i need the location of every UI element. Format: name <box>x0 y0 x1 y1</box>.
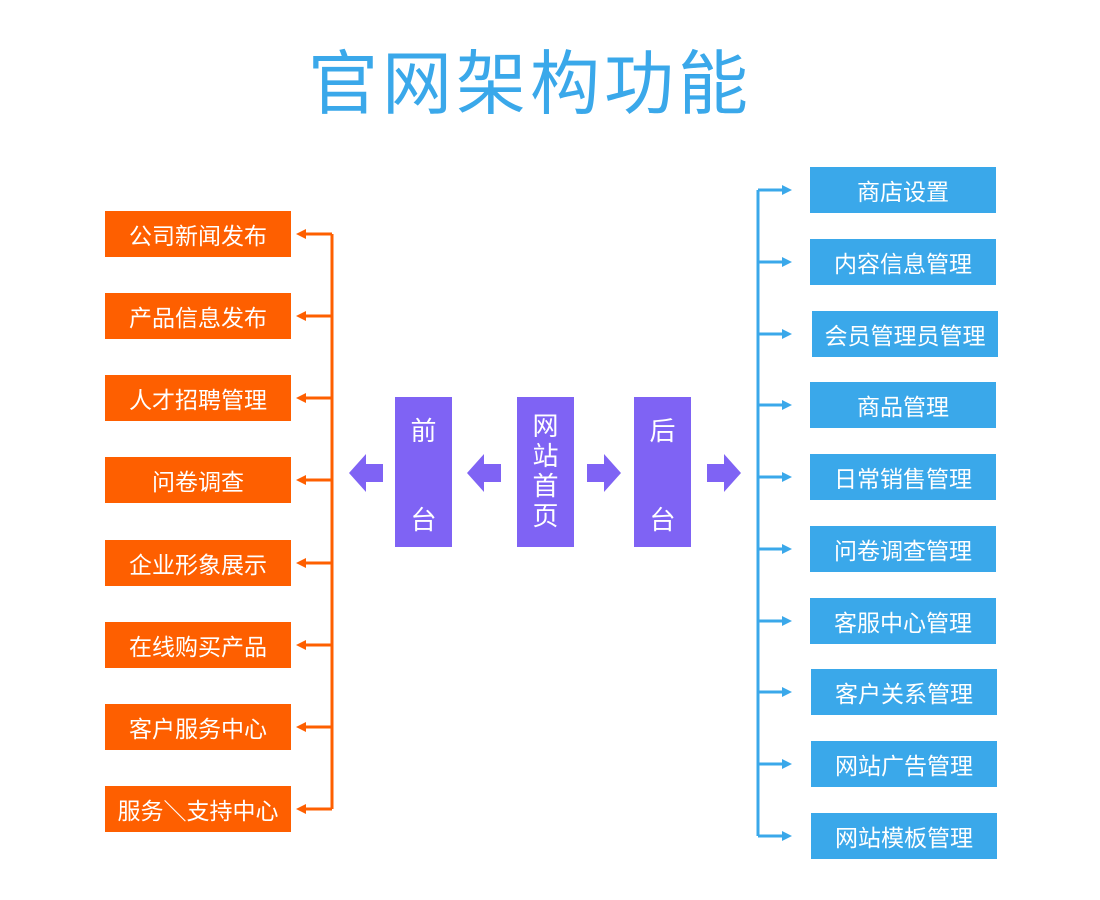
front-item-label: 问卷调查 <box>152 470 244 496</box>
back-item: 客户关系管理 <box>811 669 997 715</box>
back-item: 客服中心管理 <box>810 598 996 644</box>
front-item: 客户服务中心 <box>105 704 291 750</box>
front-node-char: 台 <box>410 506 437 536</box>
back-arrowhead-icon <box>782 759 792 769</box>
back-item: 商店设置 <box>810 167 996 213</box>
back-item: 会员管理员管理 <box>812 311 998 357</box>
back-arrowhead-icon <box>782 831 792 841</box>
back-item: 网站广告管理 <box>811 741 997 787</box>
front-item-label: 服务＼支持中心 <box>117 799 279 825</box>
back-arrowhead-icon <box>782 257 792 267</box>
back-node-char: 后 <box>649 417 676 447</box>
front-connector-tree <box>296 229 334 814</box>
front-item: 企业形象展示 <box>105 540 291 586</box>
back-item-label: 问卷调查管理 <box>834 539 972 565</box>
back-item: 问卷调查管理 <box>810 526 996 572</box>
left-arrow-icon <box>349 454 383 492</box>
back-node-char: 台 <box>649 506 676 536</box>
back-item: 内容信息管理 <box>810 239 996 285</box>
front-item: 公司新闻发布 <box>105 211 291 257</box>
front-item-label: 在线购买产品 <box>129 635 267 661</box>
back-item-label: 会员管理员管理 <box>824 324 986 350</box>
front-item-label: 产品信息发布 <box>129 306 267 332</box>
back-item-label: 客服中心管理 <box>834 611 972 637</box>
front-item: 问卷调查 <box>105 457 291 503</box>
front-item: 产品信息发布 <box>105 293 291 339</box>
homepage-node: 网 站 首 页 <box>517 397 574 547</box>
back-arrowhead-icon <box>782 400 792 410</box>
back-item-label: 客户关系管理 <box>835 682 973 708</box>
back-arrowhead-icon <box>782 616 792 626</box>
back-item-label: 商品管理 <box>857 395 949 421</box>
page-title: 官网架构功能 <box>308 43 752 125</box>
front-arrowhead-icon <box>296 804 306 814</box>
front-item-label: 企业形象展示 <box>129 553 267 579</box>
front-arrowhead-icon <box>296 229 306 239</box>
back-node: 后 台 <box>634 397 691 547</box>
back-arrowhead-icon <box>782 329 792 339</box>
back-item-label: 网站模板管理 <box>835 826 973 852</box>
homepage-node-char: 网 <box>532 412 559 442</box>
homepage-node-char: 站 <box>532 442 559 472</box>
back-arrowhead-icon <box>782 687 792 697</box>
front-arrowhead-icon <box>296 558 306 568</box>
right-arrow-icon <box>587 454 621 492</box>
front-arrowhead-icon <box>296 311 306 321</box>
front-item: 服务＼支持中心 <box>105 786 291 832</box>
right-arrow-icon <box>707 454 741 492</box>
back-item-label: 商店设置 <box>857 180 949 206</box>
back-arrowhead-icon <box>782 472 792 482</box>
back-item: 商品管理 <box>810 382 996 428</box>
back-connector-tree <box>756 185 792 841</box>
front-node-char: 前 <box>410 417 437 447</box>
front-item: 在线购买产品 <box>105 622 291 668</box>
back-item: 网站模板管理 <box>811 813 997 859</box>
back-item-label: 网站广告管理 <box>835 754 973 780</box>
front-item-label: 人才招聘管理 <box>129 388 267 414</box>
back-item-label: 内容信息管理 <box>834 252 972 278</box>
homepage-node-char: 页 <box>532 502 559 532</box>
back-item: 日常销售管理 <box>810 454 996 500</box>
front-arrowhead-icon <box>296 475 306 485</box>
front-arrowhead-icon <box>296 640 306 650</box>
back-arrowhead-icon <box>782 185 792 195</box>
back-item-label: 日常销售管理 <box>834 467 972 493</box>
front-arrowhead-icon <box>296 722 306 732</box>
left-arrow-icon <box>467 454 501 492</box>
front-item-label: 公司新闻发布 <box>129 224 267 250</box>
front-arrowhead-icon <box>296 393 306 403</box>
front-item: 人才招聘管理 <box>105 375 291 421</box>
back-arrowhead-icon <box>782 544 792 554</box>
front-item-label: 客户服务中心 <box>129 717 267 743</box>
front-node: 前 台 <box>395 397 452 547</box>
homepage-node-char: 首 <box>532 472 559 502</box>
